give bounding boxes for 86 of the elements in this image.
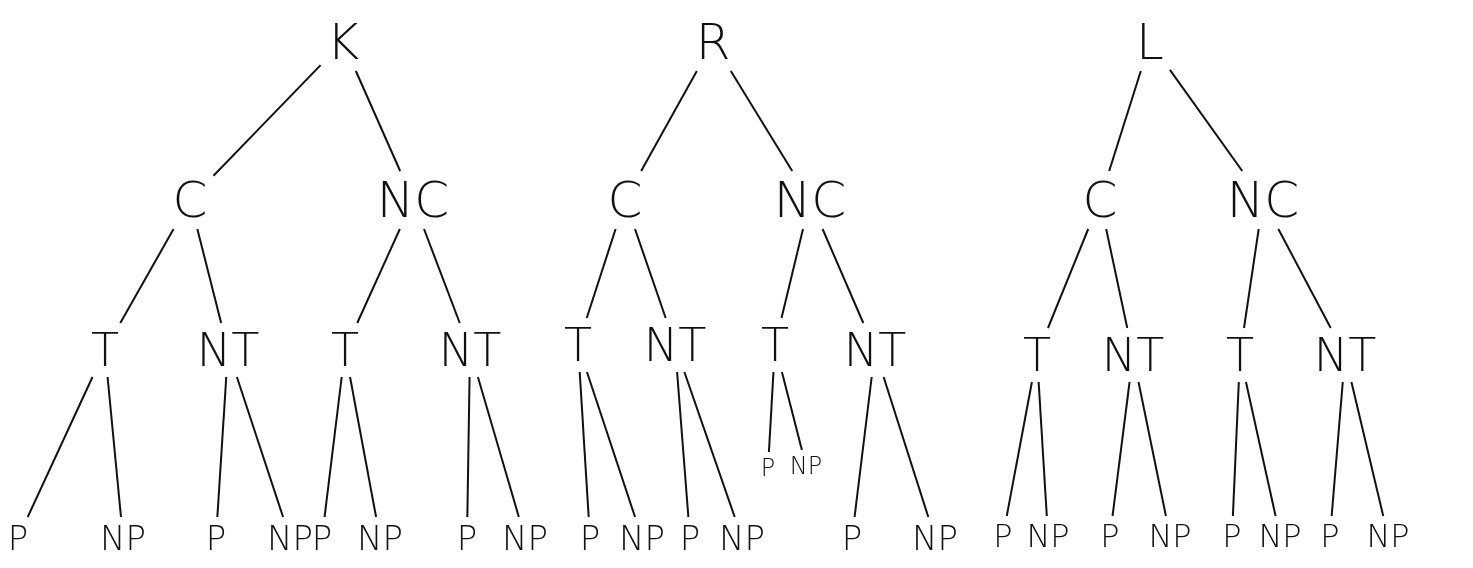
tree-node-label: P	[1220, 518, 1244, 554]
tree-branch-line	[1108, 70, 1142, 172]
tree-branch-line	[1137, 381, 1167, 517]
tree-node-label: P	[991, 518, 1015, 554]
tree-branch-line	[1037, 381, 1048, 517]
tree-node-label: T	[561, 320, 595, 370]
tree-branch-line	[640, 70, 698, 172]
tree-node-label: NP	[1146, 518, 1194, 554]
tree-node-label: NC	[771, 173, 849, 227]
tree-node-label: NT	[841, 325, 909, 375]
tree-node-label: NP	[910, 519, 960, 557]
tree-branch-line	[235, 376, 285, 518]
tree-branch-line	[356, 228, 401, 324]
tree-branch-line	[676, 371, 690, 518]
tree-branch-line	[1111, 381, 1131, 517]
tree-node-label: P	[1318, 518, 1342, 554]
tree-branch-line	[853, 376, 873, 518]
tree-node-label: NP	[355, 519, 405, 557]
tree-node-label: NC	[1224, 173, 1302, 227]
tree-branch-line	[1005, 381, 1033, 517]
tree-branch-line	[354, 70, 402, 172]
tree-branch-line	[821, 228, 865, 324]
tree-node-label: T	[88, 325, 122, 375]
tree-node-label: NP	[500, 519, 550, 557]
tree-branch-line	[1277, 228, 1332, 329]
tree-branch-line	[196, 228, 223, 324]
tree-node-label: P	[203, 519, 229, 557]
tree-branch-line	[585, 371, 637, 518]
tree-node-label: NT	[1099, 330, 1167, 380]
tree-branch-line	[119, 228, 175, 324]
tree-node-label: NT	[1311, 330, 1379, 380]
tree-node-label: P	[839, 519, 865, 557]
tree-node-label: P	[677, 519, 703, 557]
tree-branch-line	[780, 371, 803, 451]
tree-node-label: NP	[1364, 518, 1412, 554]
tree-branch-line	[466, 376, 471, 518]
tree-node-label: T	[328, 325, 362, 375]
tree-branch-line	[423, 228, 461, 324]
tree-branch-line	[729, 70, 794, 172]
tree-node-label: NP	[265, 519, 315, 557]
tree-node-label: C	[605, 173, 645, 227]
tree-branch-line	[1231, 381, 1240, 517]
tree-node-label: K	[324, 15, 362, 69]
tree-branch-line	[1046, 228, 1090, 329]
tree-node-label: P	[758, 454, 778, 482]
tree-node-label: NP	[787, 452, 825, 480]
tree-node-label: P	[577, 519, 603, 557]
tree-branch-line	[349, 376, 378, 518]
tree-branch-line	[780, 228, 804, 319]
tree-branch-line	[476, 376, 520, 518]
tree-branch-line	[1243, 228, 1260, 329]
tree-branch-line	[882, 376, 930, 518]
tree-branch-line	[1168, 68, 1244, 172]
tree-branch-line	[634, 228, 667, 319]
tree-branch-line	[1105, 228, 1129, 329]
tree-branch-line	[106, 376, 122, 518]
tree-node-label: P	[454, 519, 480, 557]
tree-branch-line	[26, 376, 94, 518]
tree-node-label: NP	[98, 519, 148, 557]
tree-branch-line	[1244, 381, 1277, 517]
tree-node-label: R	[693, 15, 733, 69]
tree-branch-line	[212, 64, 322, 177]
tree-node-label: T	[758, 320, 792, 370]
tree-node-label: NP	[617, 519, 667, 557]
tree-node-label: P	[5, 519, 31, 557]
tree-branch-line	[585, 228, 617, 319]
tree-node-label: NT	[194, 325, 262, 375]
tree-branch-line	[1350, 381, 1385, 517]
tree-node-label: T	[1020, 330, 1054, 380]
tree-branch-line	[683, 371, 736, 518]
tree-node-label: NP	[1024, 518, 1072, 554]
tree-node-label: C	[1080, 173, 1120, 227]
tree-node-label: C	[170, 173, 210, 227]
tree-node-label: T	[1223, 330, 1257, 380]
tree-branch-line	[1330, 381, 1344, 517]
tree-node-label: NP	[717, 519, 767, 557]
tree-branch-line	[323, 376, 343, 518]
tree-node-label: NT	[641, 320, 709, 370]
tree-node-label: NP	[1256, 518, 1304, 554]
tree-node-label: NC	[374, 173, 452, 227]
tree-branch-line	[578, 371, 590, 518]
tree-branch-line	[767, 371, 775, 453]
tree-branch-line	[216, 376, 228, 518]
tree-node-label: P	[1098, 518, 1122, 554]
tree-node-label: L	[1134, 15, 1166, 69]
tree-node-label: NT	[436, 325, 504, 375]
